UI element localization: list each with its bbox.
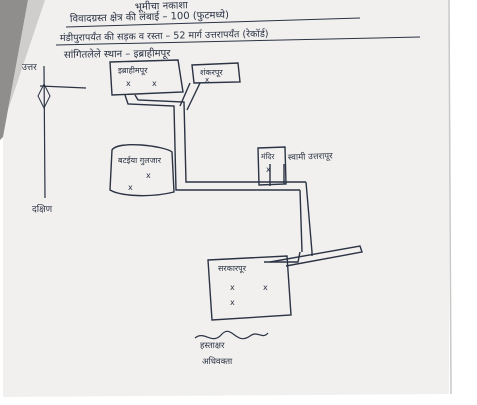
plot-c: बटईया गुलजार x x [109, 144, 175, 197]
plot-e-title: सरकारपूर [218, 264, 247, 274]
plot-e: सरकारपूर x x x [207, 255, 292, 321]
plot-d: मंदिर x स्वामी उत्तरापूर [257, 146, 334, 186]
plot-d-mark-1: x [266, 165, 271, 174]
plot-e-mark-3: x [230, 298, 235, 307]
header-line-4: सांगितलेले स्थान – इब्राहीमपूर [64, 47, 172, 61]
plot-a-mark-2: x [152, 79, 157, 88]
header-text: भूमीचा नकाशा विवादग्रस्त क्षेत्र की लंबा… [55, 0, 421, 61]
signature-designation: अधिवक्ता [202, 356, 233, 367]
paper-sheet [3, 0, 451, 397]
signature-name: हस्ताक्षर [200, 341, 225, 351]
paper-fold-shadow [0, 0, 28, 140]
plot-a: इब्राहीमपूर x x [109, 59, 184, 96]
plot-b: शंकरपूर x [191, 62, 241, 84]
plot-c-mark-2: x [128, 183, 133, 192]
compass: उत्तर दक्षिण [22, 63, 87, 215]
south-label: दक्षिण [32, 203, 53, 215]
header-line-1: भूमीचा नकाशा [135, 0, 189, 13]
plot-c-mark-1: x [146, 171, 151, 180]
plot-d-side-label: स्वामी उत्तरापूर [288, 150, 334, 163]
plot-d-title: मंदिर [261, 152, 275, 161]
signature-block: हस्ताक्षर अधिवक्ता [194, 330, 269, 367]
plot-b-mark-1: x [205, 76, 209, 84]
plot-c-title: बटईया गुलजार [118, 155, 162, 166]
north-arrow-icon [37, 82, 51, 110]
plot-b-title: शंकरपूर [200, 68, 223, 78]
header-line-2: विवादग्रस्त क्षेत्र की लंबाई – 100 (फुटम… [70, 9, 229, 25]
plot-a-mark-1: x [126, 79, 131, 88]
plot-a-title: इब्राहीमपूर [118, 65, 148, 76]
north-label: उत्तर [22, 63, 37, 73]
plot-e-mark-1: x [230, 283, 235, 292]
header-line-3: मंडीपुरापर्यंत की सड़क व रस्ता – 52 मार्… [60, 28, 269, 44]
road-network [124, 82, 363, 267]
plot-e-mark-2: x [263, 283, 268, 292]
